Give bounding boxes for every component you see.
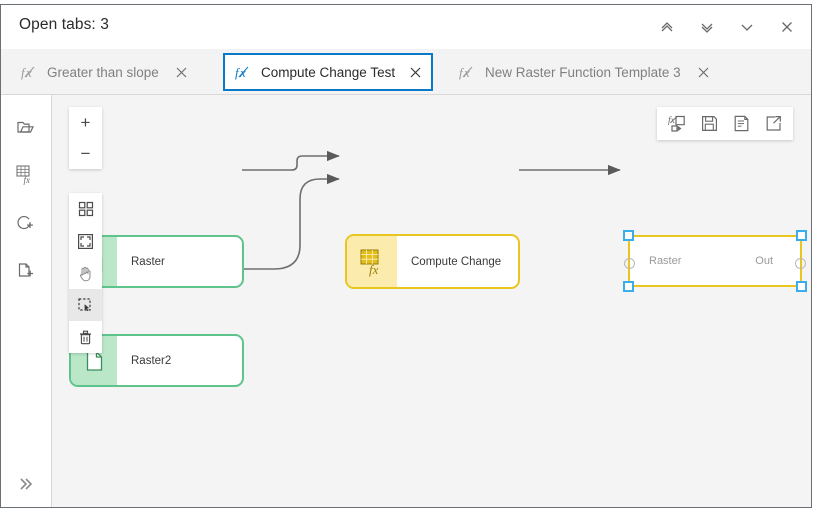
input-port[interactable] <box>624 258 635 269</box>
svg-text:fx: fx <box>668 115 676 126</box>
output-node-output-label: Out <box>755 255 773 267</box>
tab-label: New Raster Function Template 3 <box>485 64 681 80</box>
tab-greater-than-slope[interactable]: fx Greater than slope <box>11 54 211 90</box>
fx-icon: fx <box>235 65 252 80</box>
zoom-in-button[interactable]: + <box>80 113 91 132</box>
svg-text:f: f <box>21 65 27 80</box>
marquee-select-tool[interactable] <box>69 289 102 321</box>
tab-close-icon[interactable] <box>173 63 191 81</box>
run-function-icon[interactable]: fx <box>661 108 693 139</box>
node-label: Compute Change <box>411 255 502 268</box>
zoom-controls: + − <box>69 107 102 169</box>
output-node-input-label: Raster <box>649 255 682 267</box>
function-graph-canvas[interactable]: Raster Raster2 fx Compute Change <box>52 95 811 507</box>
save-icon[interactable] <box>693 108 725 139</box>
expand-panel-icon[interactable] <box>1 466 51 502</box>
header-buttons <box>647 11 807 43</box>
fx-icon: fx <box>21 65 38 80</box>
collapse-all-icon[interactable] <box>647 11 687 43</box>
properties-icon[interactable] <box>725 108 757 139</box>
raster-function-icon: fx <box>347 236 397 287</box>
node-raster2[interactable]: Raster2 <box>69 334 244 387</box>
zoom-out-button[interactable]: − <box>80 144 91 163</box>
raster-function-editor-window: Open tabs: 3 fx Greater than slope <box>0 4 812 508</box>
connector-wires <box>242 150 621 270</box>
resize-handle-top-right[interactable] <box>796 230 807 241</box>
fx-icon: fx <box>459 65 476 80</box>
close-icon[interactable] <box>767 11 807 43</box>
chevron-down-icon[interactable] <box>727 11 767 43</box>
tab-close-icon[interactable] <box>409 63 421 81</box>
tab-label: Compute Change Test <box>261 64 396 80</box>
fit-to-screen-tool[interactable] <box>69 225 102 257</box>
tab-close-icon[interactable] <box>695 63 713 81</box>
svg-text:f: f <box>235 65 241 80</box>
output-port[interactable] <box>795 258 806 269</box>
node-label: Raster <box>131 255 165 268</box>
layout-grid-tool[interactable] <box>69 193 102 225</box>
pan-tool[interactable] <box>69 257 102 289</box>
tab-new-raster-function-template-3[interactable]: fx New Raster Function Template 3 <box>449 54 724 90</box>
page-title: Open tabs: 3 <box>19 16 109 33</box>
new-template-icon[interactable] <box>1 247 51 295</box>
svg-text:fx: fx <box>24 175 31 185</box>
expand-all-icon[interactable] <box>687 11 727 43</box>
tool-palette <box>69 193 102 353</box>
add-function-icon[interactable] <box>1 199 51 247</box>
canvas-toolbar: fx <box>657 107 793 140</box>
tab-strip: fx Greater than slope fx Compute Change … <box>1 49 811 95</box>
node-label: Raster2 <box>131 354 172 367</box>
export-icon[interactable] <box>757 108 789 139</box>
node-compute-change[interactable]: fx Compute Change <box>345 234 520 289</box>
raster-function-icon[interactable]: fx <box>1 151 51 199</box>
svg-text:f: f <box>459 65 465 80</box>
svg-text:fx: fx <box>369 262 379 277</box>
open-folder-icon[interactable] <box>1 103 51 151</box>
window-header: Open tabs: 3 <box>1 5 811 49</box>
node-output-raster[interactable]: Raster Out <box>623 230 807 292</box>
resize-handle-bottom-left[interactable] <box>623 281 634 292</box>
resize-handle-bottom-right[interactable] <box>796 281 807 292</box>
tab-label: Greater than slope <box>47 64 159 80</box>
tab-compute-change-test[interactable]: fx Compute Change Test <box>223 53 433 91</box>
delete-tool[interactable] <box>69 321 102 353</box>
left-rail: fx <box>1 95 52 507</box>
resize-handle-top-left[interactable] <box>623 230 634 241</box>
